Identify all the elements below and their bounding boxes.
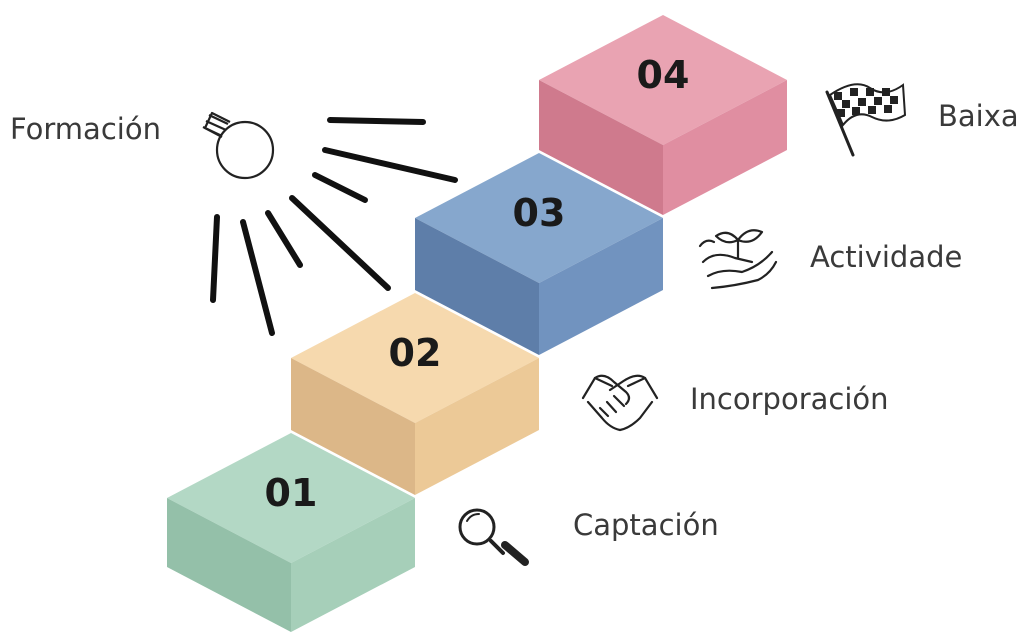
hand-sprout-icon xyxy=(698,229,778,290)
light-rays xyxy=(210,117,458,336)
step-01-right xyxy=(291,498,415,632)
step-04-left xyxy=(539,80,663,215)
step-03-block: 03 xyxy=(415,153,663,355)
step-01-number: 01 xyxy=(265,471,318,515)
step-02-label: Incorporación xyxy=(690,382,889,416)
step-04-number: 04 xyxy=(637,53,690,97)
handshake-icon xyxy=(581,374,659,432)
step-03-label: Actividade xyxy=(810,240,963,274)
step-04-label: Baixa xyxy=(938,99,1019,133)
step-02-right xyxy=(415,358,539,495)
step-02-number: 02 xyxy=(389,331,442,375)
step-04-right xyxy=(663,80,787,215)
checkered-flag-icon xyxy=(825,83,907,157)
step-03-right xyxy=(539,218,663,355)
side-label-formacion: Formación xyxy=(10,112,161,146)
step-01-label: Captación xyxy=(573,508,719,542)
step-02-left xyxy=(291,358,415,495)
step-01-block: 01 xyxy=(167,433,415,632)
step-03-left xyxy=(415,218,539,355)
step-01-left xyxy=(167,498,291,632)
step-04-block: 04 xyxy=(539,15,787,215)
step-03-number: 03 xyxy=(513,191,566,235)
magnifier-icon xyxy=(458,508,529,566)
step-02-block: 02 xyxy=(291,293,539,495)
lightbulb-icon xyxy=(202,111,275,180)
